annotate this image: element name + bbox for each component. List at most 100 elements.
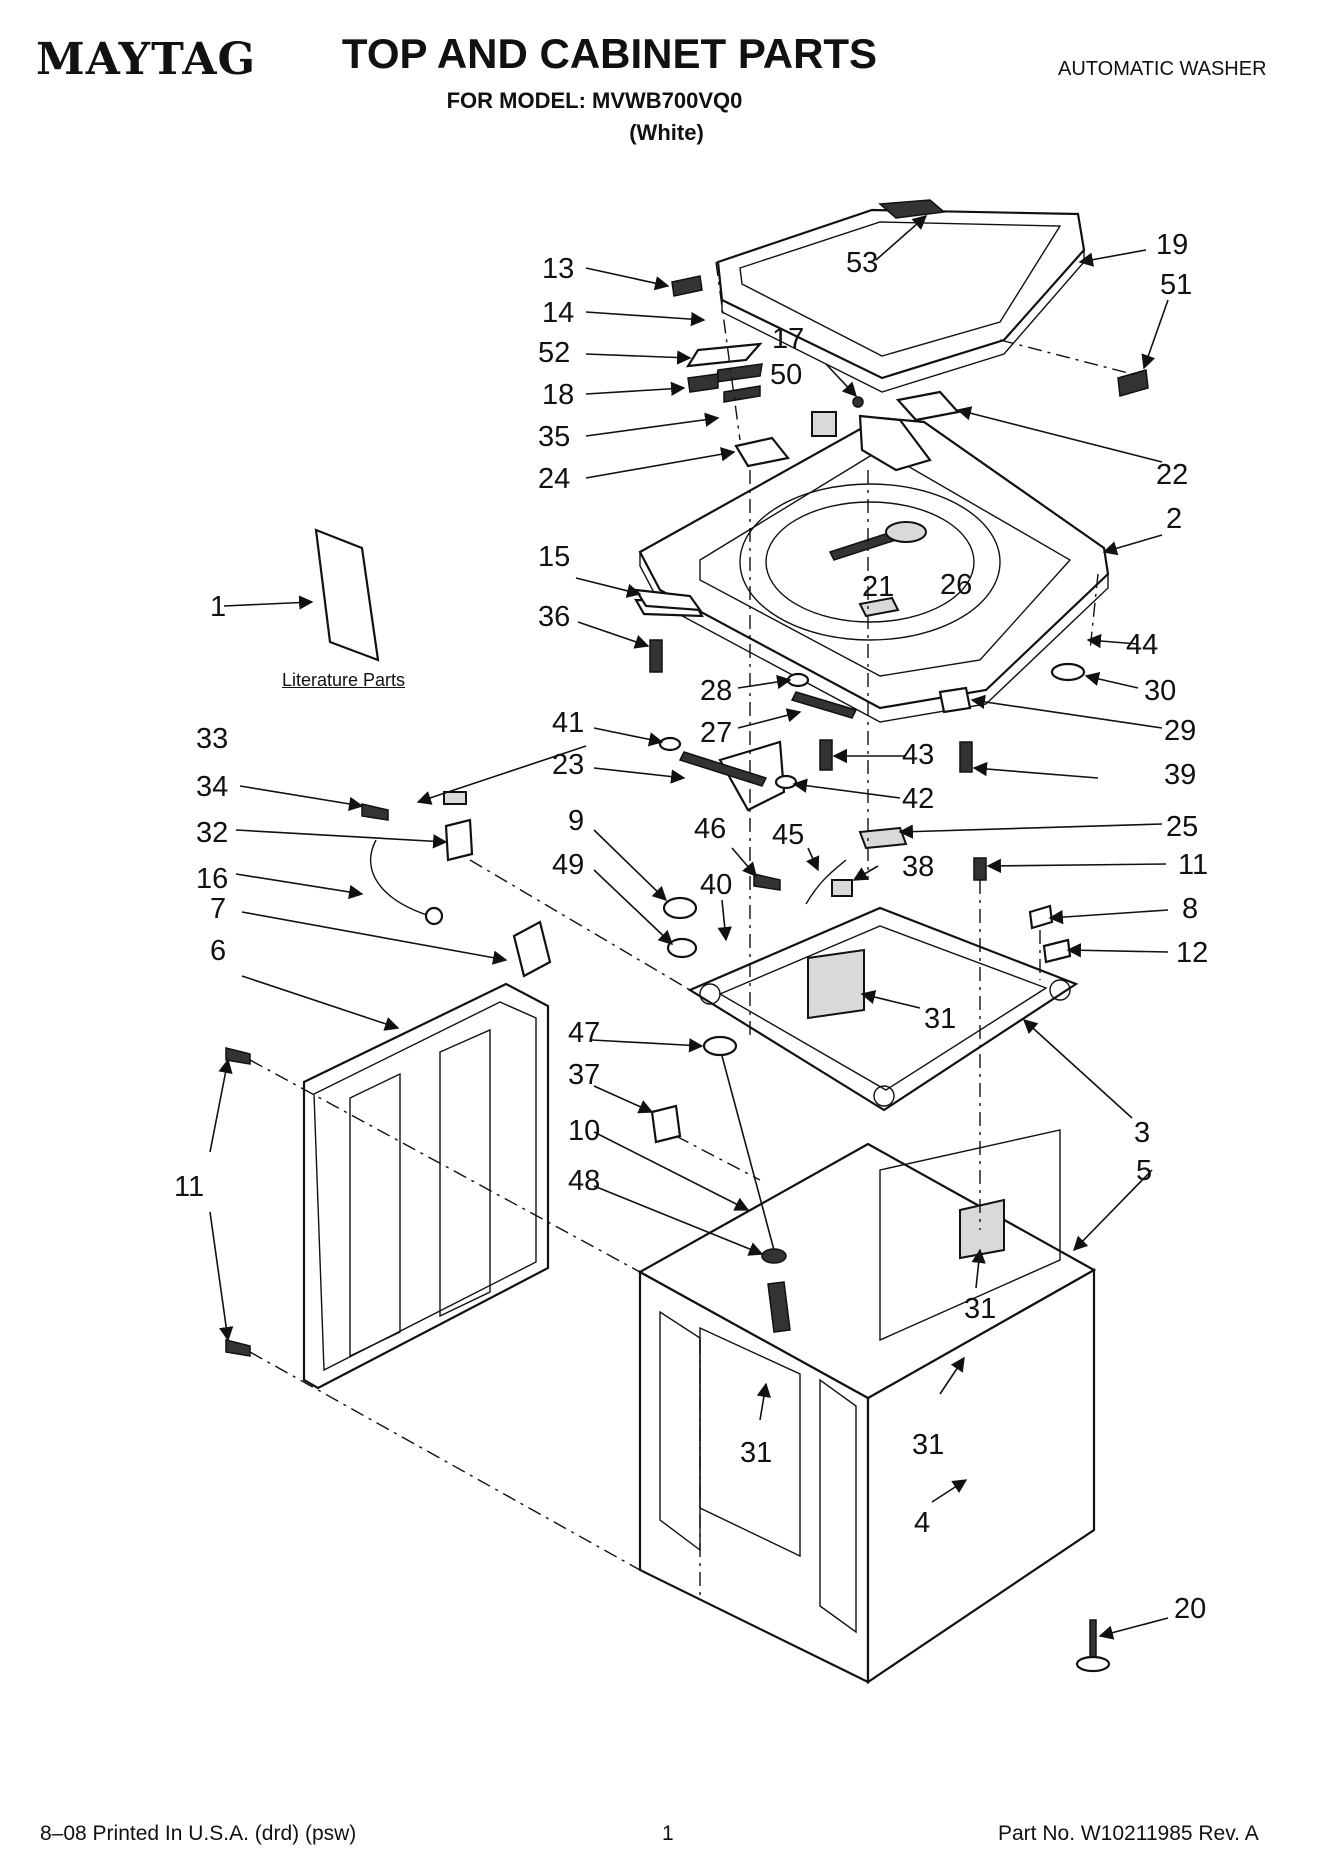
callout-5: 5 <box>1136 1155 1152 1187</box>
washer-part-42 <box>774 774 798 790</box>
screw-part-13 <box>671 275 703 297</box>
bracket-part-12 <box>1042 938 1072 964</box>
lid-hinge-part <box>878 199 946 219</box>
screw-part-36 <box>649 639 663 673</box>
model-line: FOR MODEL: MVWB700VQ0 <box>0 88 1339 114</box>
literature-parts-label: Literature Parts <box>282 670 406 690</box>
callout-14: 14 <box>542 297 574 329</box>
page-title: TOP AND CABINET PARTS <box>0 30 1339 78</box>
callout-36: 36 <box>538 601 570 633</box>
callout-8: 8 <box>1182 893 1198 925</box>
leader-lines <box>209 215 1169 1640</box>
callout-45: 45 <box>772 819 804 851</box>
product-type: AUTOMATIC WASHER <box>1058 58 1267 80</box>
callout-51: 51 <box>1160 269 1192 301</box>
callout-numbers: 1 2 3 4 5 6 7 8 9 10 11 11 11 12 13 14 1… <box>174 229 1208 1625</box>
callout-31c: 31 <box>740 1437 772 1469</box>
screw-part-43 <box>819 739 833 771</box>
callout-25: 25 <box>1166 811 1198 843</box>
bracket-part-32 <box>444 818 474 862</box>
page-number: 1 <box>662 1822 674 1845</box>
callout-35: 35 <box>538 421 570 453</box>
callout-15: 15 <box>538 541 570 573</box>
dispenser-cap-part <box>885 521 927 543</box>
color-variant: (White) <box>0 120 1339 146</box>
lid-switch-part <box>938 686 972 714</box>
callout-42: 42 <box>902 783 934 815</box>
callout-52: 52 <box>538 337 570 369</box>
pad-part-22 <box>895 390 961 422</box>
callout-2: 2 <box>1166 503 1182 535</box>
screw-part-39 <box>959 741 973 773</box>
callout-50: 50 <box>770 359 802 391</box>
callout-34: 34 <box>196 771 228 803</box>
softener-cup-part <box>858 596 900 618</box>
wire-harness-part <box>369 839 431 917</box>
snubber-part <box>662 896 698 920</box>
page-title-text: TOP AND CABINET PARTS <box>341 30 878 77</box>
top-cover-part <box>638 414 1110 723</box>
callout-23: 23 <box>552 749 584 781</box>
screw-part-18 <box>687 373 719 393</box>
leveling-foot-part <box>1075 1655 1111 1673</box>
switch-part-23 <box>678 751 768 787</box>
water-valve-part <box>512 920 552 978</box>
wire-part-45 <box>805 859 847 905</box>
screw-part-34 <box>361 803 389 821</box>
callout-32: 32 <box>196 817 228 849</box>
hinge-pin-part <box>723 385 761 403</box>
rear-panel-part <box>302 982 550 1390</box>
washer-part-41 <box>658 736 682 752</box>
callout-18: 18 <box>542 379 574 411</box>
callout-12: 12 <box>1176 937 1208 969</box>
bezel-part-51 <box>1117 369 1149 397</box>
callout-1: 1 <box>210 591 226 623</box>
cabinet-part <box>637 1129 1097 1685</box>
screw-part-11b <box>225 1047 251 1065</box>
callout-48: 48 <box>568 1165 600 1197</box>
screw-part-46 <box>753 873 781 891</box>
callout-11b: 11 <box>174 1171 204 1203</box>
label-part-50 <box>811 411 837 437</box>
callout-31d: 31 <box>912 1429 944 1461</box>
callout-21: 21 <box>862 571 894 603</box>
spring-part <box>767 1281 791 1333</box>
callout-9: 9 <box>568 805 584 837</box>
washer-part-28 <box>786 672 810 688</box>
callout-43: 43 <box>902 739 934 771</box>
callout-31a: 31 <box>924 1003 956 1035</box>
callout-22: 22 <box>1156 459 1188 491</box>
callout-27: 27 <box>700 717 732 749</box>
callout-6: 6 <box>210 935 226 967</box>
label-part-38 <box>831 879 853 897</box>
print-info: 8–08 Printed In U.S.A. (drd) (psw) <box>40 1822 357 1845</box>
part-number: Part No. W10211985 Rev. A <box>998 1822 1259 1845</box>
callout-41: 41 <box>552 707 584 739</box>
callout-3: 3 <box>1134 1117 1150 1149</box>
model-line-text: FOR MODEL: MVWB700VQ0 <box>446 88 743 113</box>
cap-part <box>666 937 698 959</box>
nut-part-17 <box>852 396 864 408</box>
suspension-rod-part <box>721 1055 775 1251</box>
foot-pad-part <box>858 826 908 850</box>
callout-19: 19 <box>1156 229 1188 261</box>
bracket-part-8 <box>1028 904 1054 930</box>
callout-47: 47 <box>568 1017 600 1049</box>
callout-37: 37 <box>568 1059 600 1091</box>
literature-booklet-part <box>314 528 380 662</box>
callout-28: 28 <box>700 675 732 707</box>
callout-10: 10 <box>568 1115 600 1147</box>
callout-20: 20 <box>1174 1593 1206 1625</box>
color-variant-text: (White) <box>629 120 704 145</box>
clip-part <box>650 1104 682 1144</box>
hinge-part-15 <box>633 588 703 612</box>
pad-part-24 <box>734 436 790 468</box>
callout-29: 29 <box>1164 715 1196 747</box>
washer-part <box>702 1035 738 1057</box>
leveling-leg-part <box>1089 1619 1097 1661</box>
callout-40: 40 <box>700 869 732 901</box>
callout-24: 24 <box>538 463 570 495</box>
callout-26: 26 <box>940 569 972 601</box>
